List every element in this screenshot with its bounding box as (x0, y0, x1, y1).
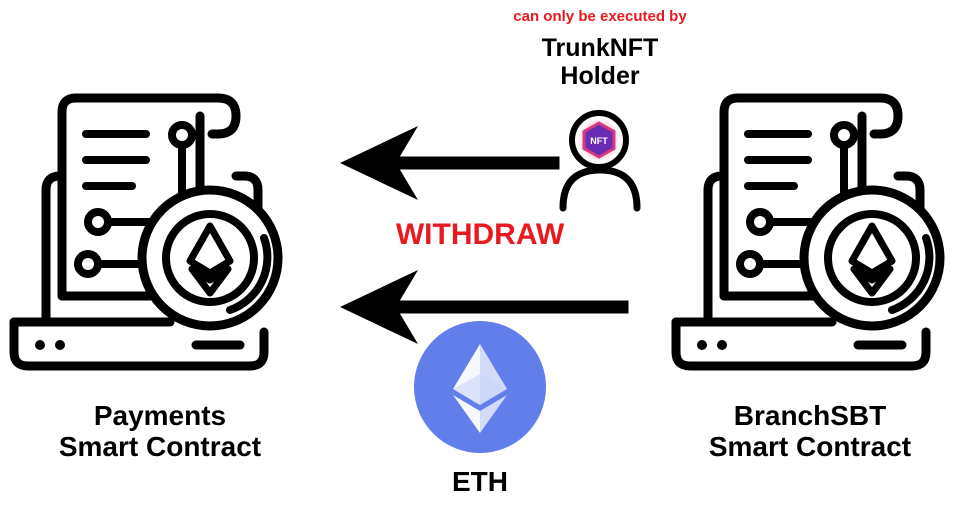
eth-transfer-arrow (340, 270, 629, 344)
withdraw-arrow (340, 126, 560, 200)
holder-label: TrunkNFT Holder (490, 34, 710, 90)
branchsbt-contract-icon (676, 98, 940, 366)
payments-label-line2: Smart Contract (58, 431, 262, 463)
execution-restriction-note: can only be executed by (513, 8, 687, 25)
branchsbt-label-line2: Smart Contract (708, 431, 912, 463)
branchsbt-label-line1: BranchSBT (733, 400, 887, 431)
withdraw-label: WITHDRAW (395, 218, 565, 251)
ethereum-coin-icon (414, 321, 546, 453)
eth-label: ETH (452, 466, 508, 497)
holder-label-line2: Holder (560, 62, 640, 90)
payments-label-line1: Payments (93, 400, 227, 431)
payments-contract-icon (14, 98, 278, 366)
nft-badge-text: NFT (590, 136, 608, 146)
user-nft-icon: NFT (559, 110, 641, 212)
branchsbt-contract-label: BranchSBT Smart Contract (660, 400, 960, 463)
payments-contract-label: Payments Smart Contract (10, 400, 310, 463)
holder-label-line1: TrunkNFT (541, 34, 659, 62)
